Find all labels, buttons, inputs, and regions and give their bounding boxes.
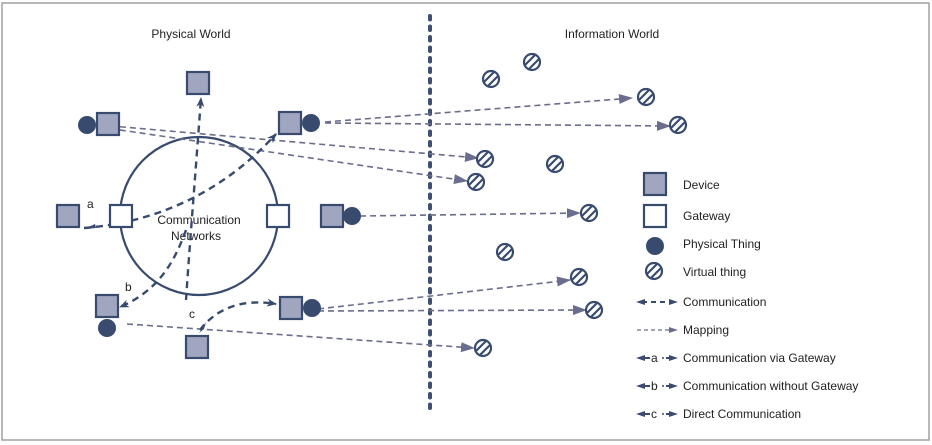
device-upper-left [95, 111, 121, 137]
svg-text:a: a [651, 351, 658, 365]
arrow-label-b: b [125, 280, 132, 294]
mapping-arrow-icon [637, 327, 678, 333]
communication-c-arrow-icon: c [636, 407, 678, 421]
legend-label-direct-communication: Direct Communication [683, 407, 801, 421]
communication-arrow-c [199, 298, 277, 331]
gateway-icon [642, 203, 668, 229]
virtual-thing [481, 69, 501, 89]
network-label-line1: Communication [157, 213, 240, 227]
physical-thing [302, 114, 320, 132]
virtual-thing [569, 267, 589, 287]
device-icon [642, 171, 668, 197]
legend-label-gateway: Gateway [683, 209, 730, 223]
mapping-line [324, 120, 671, 131]
virtual-thing [495, 242, 515, 262]
virtual-thing [466, 172, 486, 192]
virtual-thing [584, 300, 604, 320]
legend-label-communication: Communication [683, 295, 766, 309]
device-lower-right [278, 295, 304, 321]
communication-arrow-icon [636, 299, 678, 305]
svg-text:b: b [651, 379, 658, 393]
virtual-thing [473, 338, 493, 358]
mapping-line [99, 126, 468, 185]
legend-label-communication-without-gateway: Communication without Gateway [683, 379, 858, 393]
virtual-thing [579, 203, 599, 223]
legend-label-communication-via-gateway: Communication via Gateway [683, 351, 836, 365]
virtual-thing [636, 87, 656, 107]
mapping-line [317, 276, 571, 310]
physical-thing [98, 319, 116, 337]
arrowhead-a-left [84, 224, 96, 229]
gateway-right [265, 203, 291, 229]
virtual-thing [545, 154, 565, 174]
legend-label-device: Device [683, 178, 720, 192]
legend-label-virtual-thing: Virtual thing [683, 265, 746, 279]
mapping-line [359, 208, 581, 219]
mapping-line [99, 124, 479, 162]
legend-label-mapping: Mapping [683, 323, 729, 337]
device-left [55, 203, 81, 229]
virtual-thing-icon [644, 261, 664, 281]
physical-world-title: Physical World [151, 27, 230, 41]
device-lower-left [94, 293, 120, 319]
arrow-label-a: a [87, 197, 94, 211]
physical-thing-icon [646, 237, 664, 255]
virtual-thing [475, 149, 495, 169]
physical-thing [343, 207, 361, 225]
physical-thing [78, 116, 96, 134]
communication-arrow-b [119, 229, 188, 309]
communication-arrow-up [184, 97, 205, 301]
device-top [185, 70, 211, 96]
virtual-thing [668, 115, 688, 135]
arrow-label-c: c [189, 307, 195, 321]
mapping-line [126, 323, 475, 353]
mapping-line [324, 94, 633, 123]
arrowhead-c-left [199, 322, 206, 333]
communication-a-arrow-icon: a [636, 351, 678, 365]
communication-b-arrow-icon: b [636, 379, 678, 393]
virtual-thing [522, 52, 542, 72]
gateway-left [108, 203, 134, 229]
information-world-title: Information World [565, 27, 659, 41]
legend: Device Gateway Physical Thing Virtual th… [636, 171, 858, 421]
physical-thing [303, 299, 321, 317]
device-right [319, 203, 345, 229]
svg-text:c: c [651, 407, 657, 421]
legend-label-physical-thing: Physical Thing [683, 237, 761, 251]
device-bottom [184, 334, 210, 360]
device-upper-right [277, 110, 303, 136]
network-label-line2: Networks [171, 229, 221, 243]
mapping-line [317, 305, 587, 316]
